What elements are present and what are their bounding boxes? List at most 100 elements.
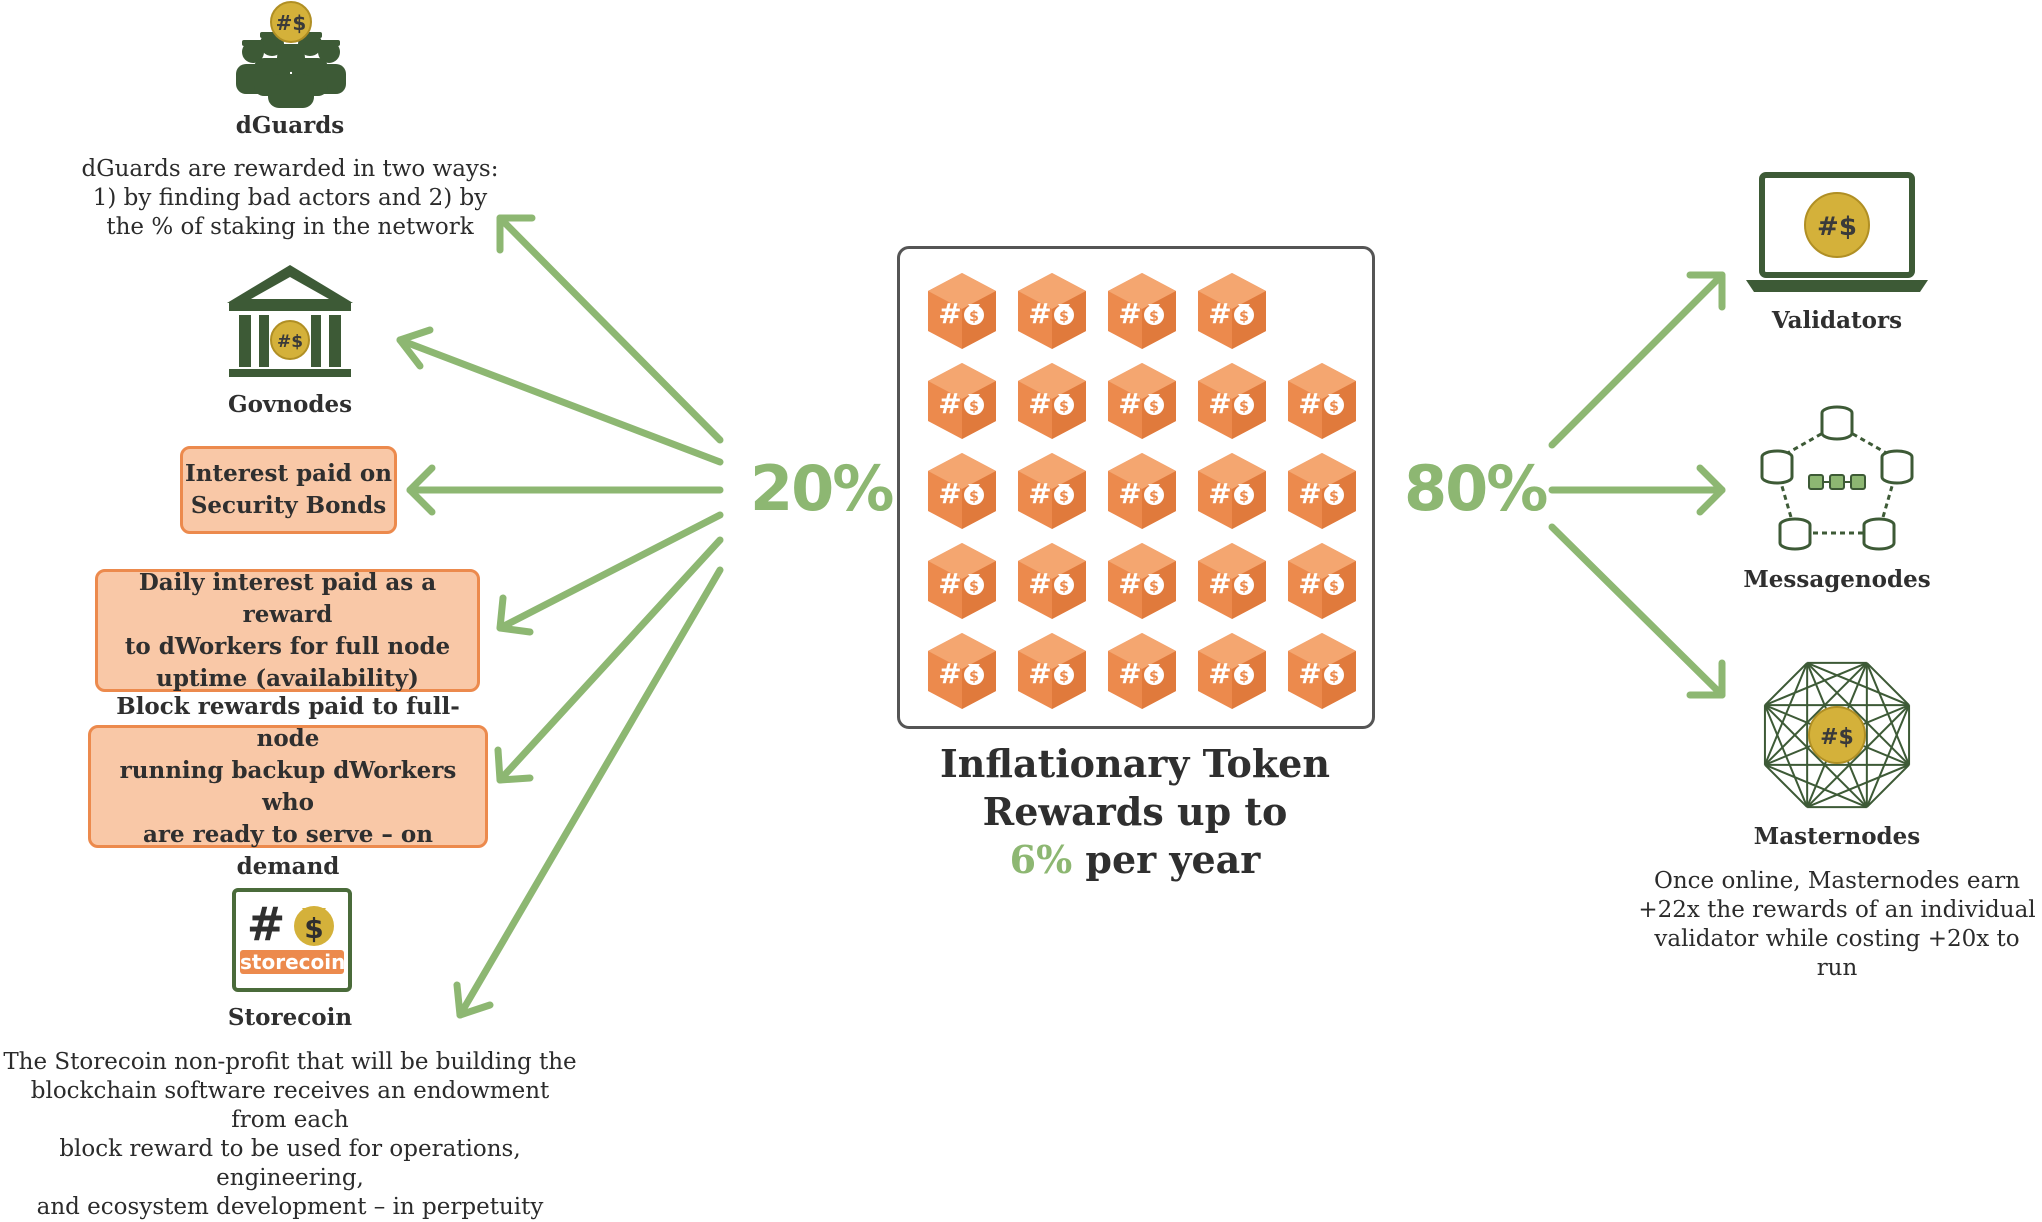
- box-line: to dWorkers for full node: [124, 632, 451, 660]
- svg-text:$: $: [1329, 399, 1339, 415]
- svg-text:$: $: [1059, 669, 1069, 685]
- svg-text:$: $: [1149, 489, 1159, 505]
- storecoin-token-icon: #$: [1018, 453, 1086, 529]
- box-line: running backup dWorkers who: [119, 756, 457, 816]
- svg-text:#$: #$: [276, 11, 307, 35]
- arrow-to-govnodes: [396, 326, 724, 466]
- svg-text:$: $: [1149, 309, 1159, 325]
- svg-text:#: #: [1208, 297, 1231, 330]
- storecoin-token-icon: #$: [928, 363, 996, 439]
- svg-text:#: #: [1118, 387, 1141, 420]
- svg-text:#$: #$: [1820, 725, 1854, 750]
- arrow-to-daily-interest: [496, 511, 724, 636]
- storecoin-token-icon: #$: [1198, 543, 1266, 619]
- svg-text:$: $: [969, 309, 979, 325]
- svg-text:$: $: [1059, 579, 1069, 595]
- dguards-desc-line: 1) by finding bad actors and 2) by: [92, 185, 488, 211]
- daily-interest-box: Daily interest paid as a reward to dWork…: [95, 569, 480, 692]
- storecoin-token-icon: #$: [1018, 273, 1086, 349]
- storecoin-token-icon: #$: [1108, 453, 1176, 529]
- svg-text:$: $: [1239, 579, 1249, 595]
- right-percentage: 80%: [1404, 452, 1548, 525]
- storecoin-token-icon: #$: [1198, 363, 1266, 439]
- svg-text:#: #: [1028, 387, 1051, 420]
- svg-text:#: #: [1028, 657, 1051, 690]
- validators-label: Validators: [1771, 307, 1903, 334]
- svg-text:$: $: [1239, 489, 1249, 505]
- svg-text:$: $: [1329, 579, 1339, 595]
- mesh-edge: [1866, 764, 1910, 808]
- masternodes-label: Masternodes: [1753, 823, 1921, 850]
- box-line: uptime (availability): [156, 664, 419, 692]
- storecoin-logo-text: storecoin: [240, 950, 346, 974]
- svg-text:#: #: [1208, 477, 1231, 510]
- left-percentage: 20%: [750, 452, 894, 525]
- svg-text:$: $: [1059, 399, 1069, 415]
- box-line: are ready to serve – on demand: [142, 820, 433, 880]
- mesh-edge: [1764, 662, 1808, 706]
- svg-text:$: $: [969, 399, 979, 415]
- mesh-edge: [1764, 764, 1808, 808]
- storecoin-token-icon: #$: [928, 273, 996, 349]
- svg-text:#: #: [1118, 297, 1141, 330]
- svg-text:$: $: [304, 912, 323, 945]
- svg-text:$: $: [1329, 669, 1339, 685]
- storecoin-description: The Storecoin non-profit that will be bu…: [0, 1048, 580, 1222]
- svg-text:$: $: [1239, 669, 1249, 685]
- storecoin-token-icon: #$: [1018, 633, 1086, 709]
- svg-text:#: #: [1298, 567, 1321, 600]
- box-line: Block rewards paid to full-node: [116, 692, 460, 752]
- title-line-3: 6% per year: [880, 836, 1390, 884]
- storecoin-desc-line: block reward to be used for operations, …: [59, 1136, 521, 1191]
- storecoin-token-icon: #$: [1198, 633, 1266, 709]
- svg-text:#: #: [1298, 657, 1321, 690]
- messagenodes-label: Messagenodes: [1743, 566, 1931, 593]
- dguards-icon: #$: [236, 1, 346, 108]
- storecoin-token-icon: #$: [1108, 363, 1176, 439]
- svg-text:#: #: [938, 477, 961, 510]
- svg-text:#: #: [1028, 297, 1051, 330]
- storecoin-token-icon: #$: [928, 543, 996, 619]
- svg-text:#: #: [1298, 387, 1321, 420]
- dguards-desc-line: the % of staking in the network: [106, 214, 474, 240]
- masternodes-desc-line: validator while costing +20x to run: [1654, 926, 2020, 981]
- masternodes-mesh-icon: #$: [1763, 661, 1911, 809]
- dguards-description: dGuards are rewarded in two ways: 1) by …: [60, 155, 520, 242]
- masternodes-description: Once online, Masternodes earn +22x the r…: [1632, 867, 2042, 983]
- token-grid: #$#$#$#$#$#$#$#$#$#$#$#$#$#$#$#$#$#$#$#$…: [900, 249, 1372, 726]
- arrow-to-messagenodes: [1548, 464, 1726, 516]
- box-line: Security Bonds: [190, 492, 387, 519]
- arrow-to-dguards: [496, 214, 724, 444]
- dguards-desc-line: dGuards are rewarded in two ways:: [81, 156, 499, 182]
- svg-text:$: $: [1239, 309, 1249, 325]
- svg-text:$: $: [969, 579, 979, 595]
- storecoin-desc-line: The Storecoin non-profit that will be bu…: [3, 1049, 577, 1075]
- mesh-edge: [1865, 704, 1910, 808]
- svg-text:$: $: [1239, 399, 1249, 415]
- storecoin-token-icon: #$: [928, 633, 996, 709]
- arrow-to-storecoin: [453, 566, 724, 1019]
- storecoin-token-icon: #$: [1108, 633, 1176, 709]
- storecoin-token-icon: #$: [1198, 273, 1266, 349]
- validators-laptop-icon: #$: [1746, 172, 1928, 292]
- govnodes-icon: #$: [227, 265, 353, 377]
- masternodes-desc-line: Once online, Masternodes earn: [1653, 868, 2021, 894]
- svg-text:#: #: [1028, 567, 1051, 600]
- svg-text:#$: #$: [1817, 212, 1857, 242]
- svg-text:#: #: [247, 897, 286, 951]
- messagenodes-network-icon: [1760, 405, 1914, 551]
- svg-text:$: $: [1149, 579, 1159, 595]
- svg-text:$: $: [969, 669, 979, 685]
- dguards-label: dGuards: [235, 112, 345, 139]
- title-line-2: Rewards up to: [982, 789, 1288, 834]
- svg-text:#: #: [1028, 477, 1051, 510]
- storecoin-token-icon: #$: [1108, 273, 1176, 349]
- storecoin-logo-graphic: # $: [232, 888, 352, 992]
- storecoin-desc-line: and ecosystem development – in perpetuit…: [36, 1194, 544, 1220]
- storecoin-token-icon: #$: [1018, 543, 1086, 619]
- storecoin-token-icon: #$: [928, 453, 996, 529]
- storecoin-desc-line: blockchain software receives an endowmen…: [30, 1078, 550, 1133]
- arrow-to-block-rewards: [494, 536, 724, 784]
- svg-text:#: #: [1208, 567, 1231, 600]
- storecoin-token-icon: #$: [1288, 543, 1356, 619]
